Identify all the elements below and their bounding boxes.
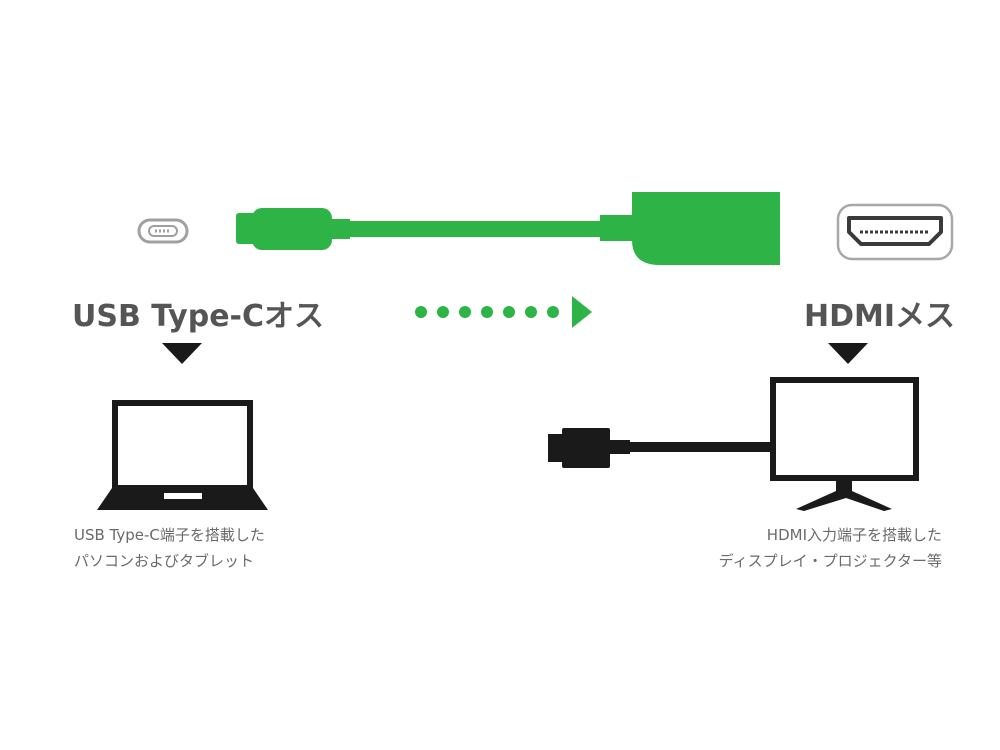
laptop-icon bbox=[97, 400, 268, 510]
source-connector-title: USB Type-Cオス bbox=[72, 299, 325, 334]
source-caption-line: パソコンおよびタブレット bbox=[74, 552, 255, 570]
down-arrow-right-icon bbox=[828, 343, 868, 364]
hdmi-port-icon bbox=[836, 203, 954, 261]
hdmi-cable-icon bbox=[548, 428, 773, 468]
usb-c-port-icon bbox=[137, 218, 189, 244]
source-caption-line: USB Type-C端子を搭載した bbox=[74, 526, 265, 544]
target-connector-title: HDMIメス bbox=[804, 299, 956, 334]
target-device-caption: HDMI入力端子を搭載した ディスプレイ・プロジェクター等 bbox=[690, 522, 942, 574]
usb-c-to-hdmi-adapter-icon bbox=[236, 192, 780, 265]
down-arrow-left-icon bbox=[162, 343, 202, 364]
monitor-icon bbox=[770, 377, 919, 511]
source-device-caption: USB Type-C端子を搭載した パソコンおよびタブレット bbox=[74, 522, 265, 574]
target-caption-line: ディスプレイ・プロジェクター等 bbox=[718, 552, 942, 570]
target-caption-line: HDMI入力端子を搭載した bbox=[766, 526, 942, 544]
dotted-arrow-right-icon bbox=[415, 296, 592, 328]
